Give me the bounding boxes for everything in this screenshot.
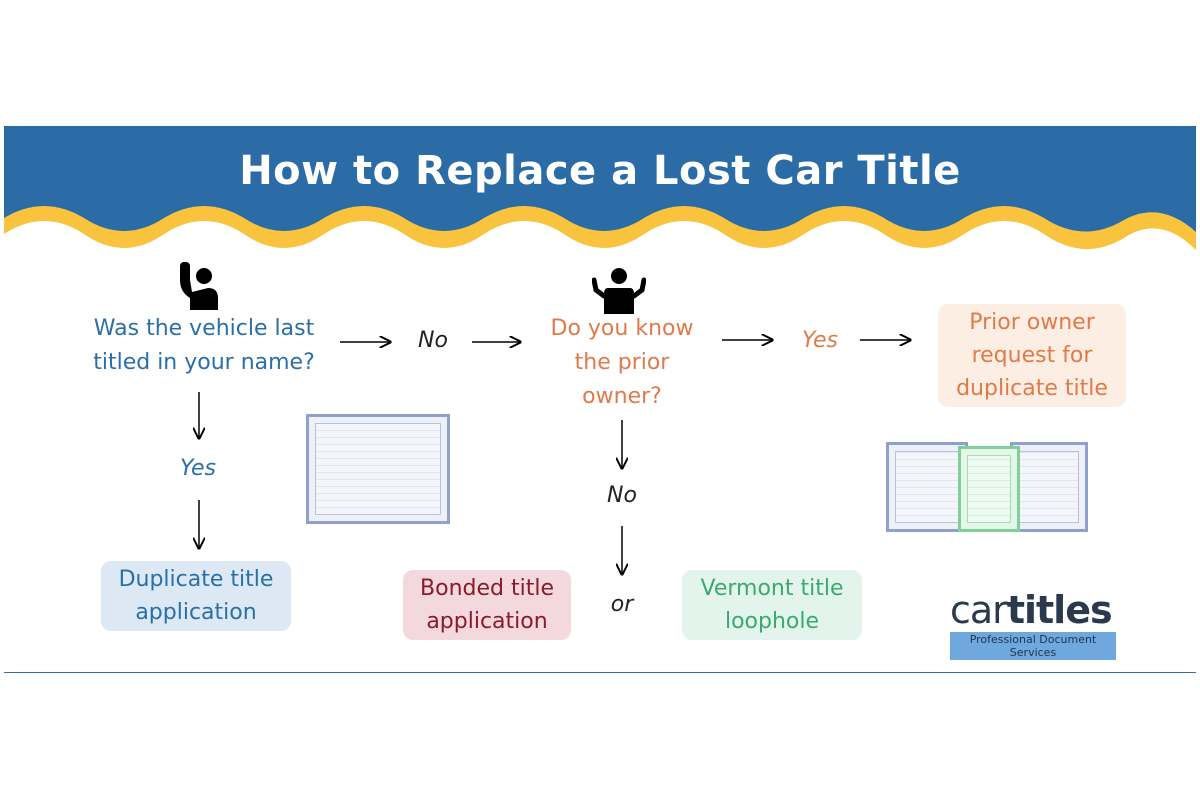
question2-line3: owner? [582,384,662,409]
question1-line2: titled in your name? [93,350,315,375]
vermont-line1: Vermont title [700,576,844,601]
q2-no-label: No [607,483,637,508]
shrugging-person-icon [592,268,646,314]
prior-owner-line1: Prior owner [969,310,1095,335]
q1-no-label: No [418,328,448,353]
logo-tagline: Professional Document Services [950,632,1116,660]
title-document-image-back-right [1010,442,1088,532]
bonded-line2: application [426,609,548,634]
duplicate-line1: Duplicate title [118,567,274,592]
duplicate-line2: application [135,600,257,625]
title-document-image-back-left [886,442,968,532]
outcome-prior-owner-request: Prior owner request for duplicate title [938,304,1126,407]
logo-titles: titles [1006,588,1113,632]
title-banner [4,126,1196,256]
banner-background [4,126,1196,232]
question2-line1: Do you know [550,316,694,341]
logo-car: car [950,588,1008,632]
question-titled-in-your-name: Was the vehicle last titled in your name… [76,312,332,380]
question-know-prior-owner: Do you know the prior owner? [530,312,714,414]
question2-line2: the prior [574,350,670,375]
q1-yes-label: Yes [179,456,217,481]
outcome-vermont-title-loophole: Vermont title loophole [682,570,862,640]
bonded-line1: Bonded title [420,576,554,601]
logo-wordmark: cartitles [950,590,1116,630]
car-title-document-body [315,423,441,515]
outcome-duplicate-title-application: Duplicate title application [101,561,291,631]
prior-owner-line3: duplicate title [956,376,1108,401]
q2-yes-label: Yes [801,328,839,353]
title-document-image-green [958,446,1020,532]
question1-line1: Was the vehicle last [93,316,315,341]
car-title-document-image [306,414,450,524]
page-title: How to Replace a Lost Car Title [239,148,961,194]
bottom-divider [4,672,1196,673]
or-label: or [610,592,634,617]
raised-hand-person-icon [180,262,218,310]
outcome-bonded-title-application: Bonded title application [403,570,571,640]
cartitles-logo: cartitles Professional Document Services [950,590,1116,660]
prior-owner-line2: request for [971,343,1093,368]
vermont-line2: loophole [724,609,820,634]
